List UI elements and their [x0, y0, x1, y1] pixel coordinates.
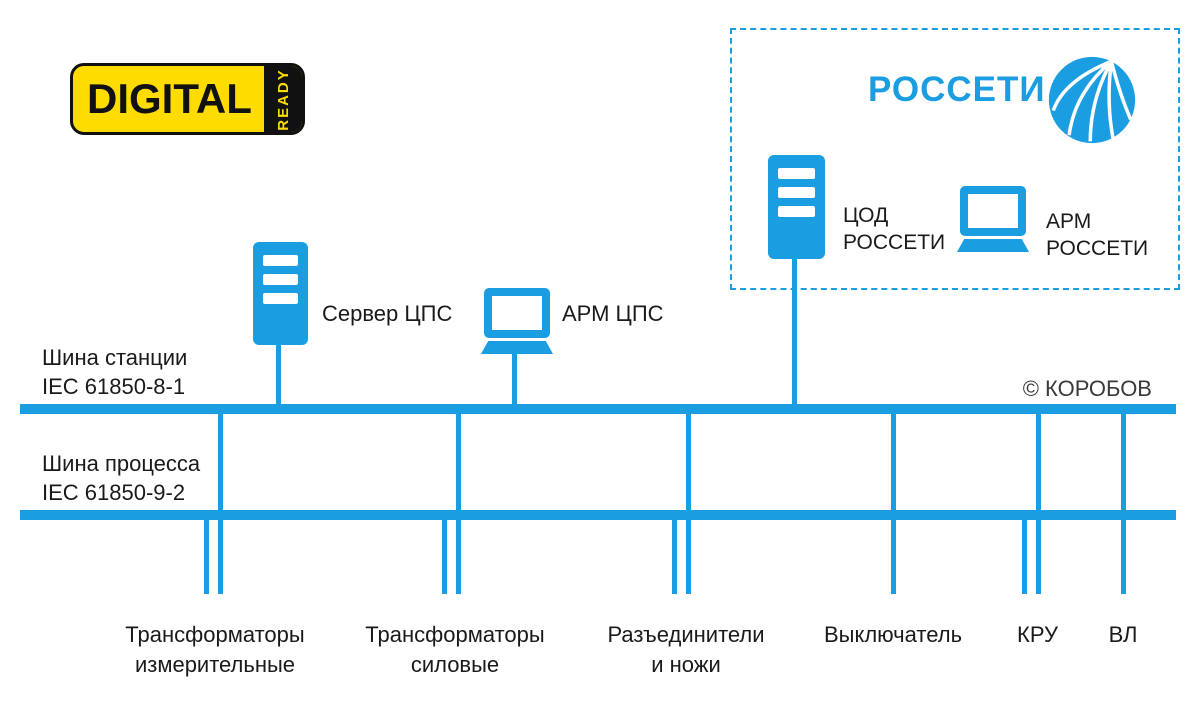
server-slot: [263, 293, 298, 304]
digital-ready-ready-text: READY: [274, 67, 292, 131]
device-connector-line: [672, 520, 677, 594]
rosseti-brand-title: РОССЕТИ: [868, 70, 1046, 109]
digital-ready-digital-text: DIGITAL: [87, 75, 252, 122]
process-bus-bar: [20, 510, 1176, 520]
digital-ready-logo: DIGITAL READY: [70, 63, 305, 135]
digital-ready-ready-block: READY: [263, 66, 302, 132]
rosseti-globe-icon: [1048, 56, 1136, 144]
device-connector-line: [204, 520, 209, 594]
server-slot: [263, 274, 298, 285]
bus-connector-line: [276, 344, 281, 404]
device-connector-line: [442, 520, 447, 594]
device-connector-line: [1022, 520, 1027, 594]
device-label-kru: КРУ: [1017, 622, 1058, 647]
bus-connector-line: [891, 414, 896, 510]
device-connector-line: [1036, 520, 1041, 594]
copyright-text: © КОРОБОВ: [1022, 376, 1152, 401]
workstation-icon: [957, 186, 1029, 252]
rosseti-datacenter-label: ЦОД РОССЕТИ: [843, 204, 946, 255]
device-label-vl: ВЛ: [1108, 622, 1138, 647]
rosseti-workstation-label: АРМ РОССЕТИ: [1046, 210, 1149, 261]
station-bus-bar: [20, 404, 1176, 414]
process-bus-label: Шина процесса IEC 61850-9-2: [42, 451, 201, 505]
device-connector-line: [686, 520, 691, 594]
bus-connector-line: [218, 414, 223, 510]
bus-connector-line: [512, 354, 517, 404]
server-icon: [768, 155, 825, 259]
device-label-disconnectors: Разъединители и ножи: [607, 622, 765, 677]
device-label-measuring-transformers: Трансформаторы измерительные: [125, 622, 305, 677]
server-slot: [778, 168, 815, 179]
device-connector-line: [1121, 520, 1126, 594]
monitor-base: [957, 239, 1029, 252]
device-connector-line: [891, 520, 896, 594]
server-slot: [778, 206, 815, 217]
monitor-screen: [960, 186, 1026, 236]
device-connector-line: [218, 520, 223, 594]
bus-connector-line: [456, 414, 461, 510]
server-icon: [253, 242, 308, 345]
bus-connector-line: [1036, 414, 1041, 510]
monitor-base: [481, 341, 553, 354]
workstation-icon: [481, 288, 553, 354]
rosseti-dashed-box: [730, 28, 1180, 290]
bus-connector-line: [792, 258, 797, 404]
bus-connector-line: [1121, 414, 1126, 510]
device-label-power-transformers: Трансформаторы силовые: [365, 622, 545, 677]
cps-workstation-label: АРМ ЦПС: [562, 301, 664, 326]
server-slot: [778, 187, 815, 198]
device-label-breaker: Выключатель: [823, 622, 963, 647]
server-slot: [263, 255, 298, 266]
monitor-screen: [484, 288, 550, 338]
device-connector-line: [456, 520, 461, 594]
cps-server-label: Сервер ЦПС: [322, 301, 453, 326]
bus-connector-line: [686, 414, 691, 510]
station-bus-label: Шина станции IEC 61850-8-1: [42, 345, 188, 399]
